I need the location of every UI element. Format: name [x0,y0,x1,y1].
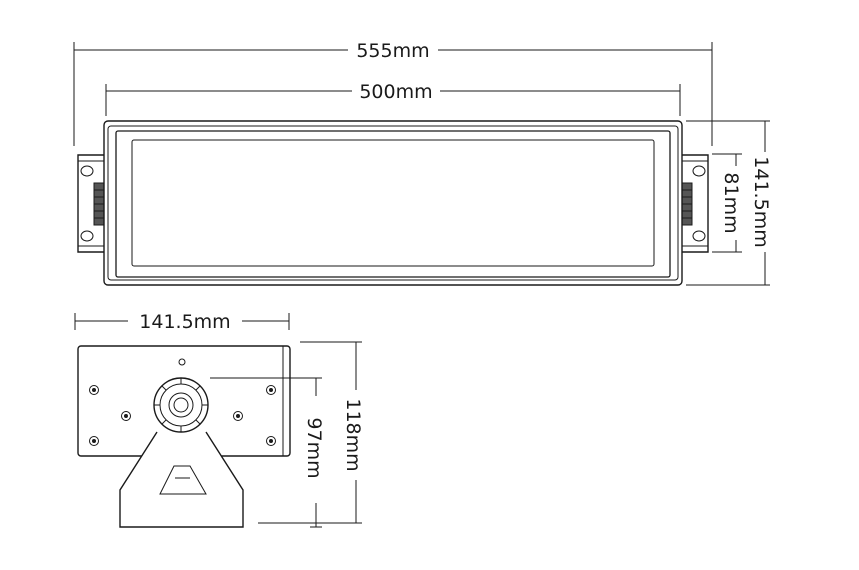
overall-length-label: 555mm [356,40,429,62]
left-mounting-bracket [77,154,105,253]
dimension-side-height: 118mm [258,341,364,524]
screw [266,385,276,395]
vent-hole [178,358,186,366]
bracket-hole [692,165,706,177]
screw [266,436,276,446]
foot-slot [159,465,207,495]
overall-height-label: 141.5mm [750,156,772,247]
screw [89,436,99,446]
housing-outline [103,120,683,286]
bracket-hole [80,165,94,177]
right-mounting-bracket [680,154,709,253]
bezel [115,130,671,278]
dimension-overall-length: 555mm [73,40,713,146]
dimension-bracket-height: 81mm [712,153,742,253]
screw [89,385,99,395]
side-width-label: 141.5mm [139,311,230,333]
bracket-hole [692,230,706,242]
screw [233,411,243,421]
pivot-knob [153,377,209,433]
screws [89,385,276,446]
side-view [77,345,291,528]
mounting-foot [119,431,244,528]
dimension-overall-height: 141.5mm [686,120,772,286]
dimension-body-length: 500mm [105,81,681,116]
bracket-hole [80,230,94,242]
dimension-side-width: 141.5mm [74,311,290,333]
screw [121,411,131,421]
body-length-label: 500mm [359,81,432,103]
side-height-label: 118mm [342,398,364,471]
lens-window [131,139,655,267]
front-view [77,120,709,286]
pivot-height-label: 97mm [303,417,325,478]
bracket-height-label: 81mm [720,172,742,233]
dimension-pivot-height: 97mm [210,377,325,528]
housing-inner-edge [107,125,679,281]
